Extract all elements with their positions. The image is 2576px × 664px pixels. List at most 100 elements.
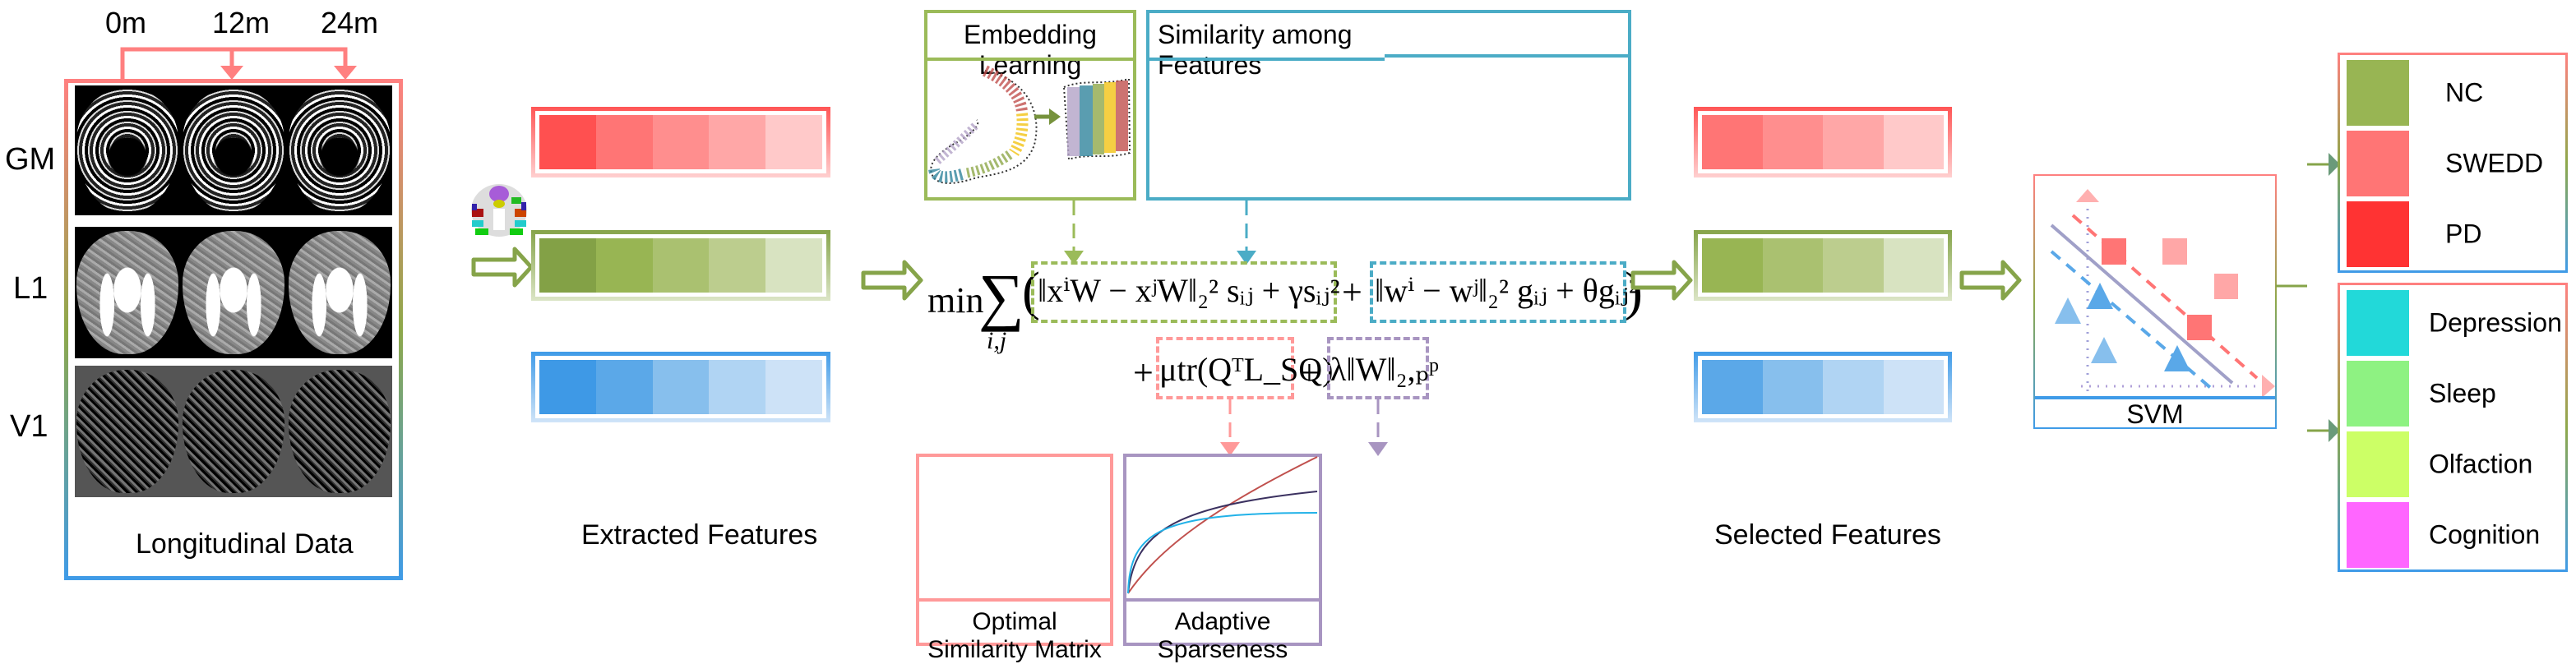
embedding-term-box (1031, 261, 1337, 323)
extracted-blue-feature-cell (595, 360, 653, 414)
adaptive-sparseness-box: Adaptive Sparseness (1123, 454, 1322, 663)
similarity-box-bottom-extension (1385, 197, 1631, 201)
formula-sparseness-term: λ‖W‖₂,ₚᵖ (1330, 351, 1439, 388)
selected-green-feature-cell (1762, 238, 1823, 293)
curve-p-mid (1127, 491, 1318, 594)
arrow-to-objective-icon (861, 260, 923, 301)
selected-blue-feature-cell (1823, 360, 1884, 414)
selected-red-feature-cell (1762, 115, 1823, 169)
diagnosis-legend: NC SWEDD PD (2338, 53, 2568, 273)
legend-label: Olfaction (2429, 449, 2533, 479)
modality-label-gm: GM (5, 142, 56, 177)
svm-title: SVM (2126, 399, 2184, 429)
longitudinal-data-panel (64, 79, 403, 580)
clinical-item-olfaction: Olfaction (2347, 431, 2565, 497)
l1-brain-row (75, 227, 392, 358)
svm-box: SVM (2033, 174, 2277, 429)
legend-label: Cognition (2429, 519, 2541, 550)
legend-swatch (2347, 431, 2409, 497)
extracted-green-feature-cell (709, 238, 766, 293)
optimal-similarity-matrix-box: Optimal Similarity Matrix (916, 454, 1113, 663)
extracted-blue-feature-cell (539, 360, 596, 414)
similarity-arrowhead (1237, 251, 1256, 265)
extracted-red-feature-cell (765, 115, 822, 169)
brain-image-gm-0m (76, 89, 179, 212)
formula-optimal-term: μtr(QᵀL_SQ) (1159, 351, 1334, 388)
brain-image-l1-12m (182, 231, 284, 354)
extracted-blue-feature-cell (652, 360, 710, 414)
selected-red-feature-cell (1702, 115, 1763, 169)
extracted-features-caption: Extracted Features (581, 519, 818, 551)
brain-image-gm-12m (182, 89, 284, 212)
modality-label-l1: L1 (13, 271, 49, 306)
optimal-arrowhead (1220, 442, 1240, 456)
legend-label: PD (2445, 219, 2482, 249)
svm-support-square (2187, 315, 2212, 340)
legend-swatch (2347, 502, 2409, 568)
gm-brain-row (75, 85, 392, 215)
similarity-box-divider-extension (1385, 54, 1631, 58)
svm-triangle (2055, 297, 2081, 324)
embedding-arrowhead (1064, 251, 1084, 265)
selected-red-feature-cell (1883, 115, 1944, 169)
adaptive-sparseness-title: Adaptive Sparseness (1157, 608, 1288, 663)
brain-atlas-icon (471, 184, 527, 237)
clinical-item-sleep: Sleep (2347, 361, 2565, 427)
legend-swatch (2347, 60, 2409, 126)
legend-label: SWEDD (2445, 148, 2544, 178)
curve-p-high (1127, 456, 1318, 594)
formula-sum-subscript: i,j (987, 327, 1007, 354)
embedding-learning-box: Embedding Learning (924, 10, 1136, 201)
similarity-term-box (1370, 261, 1626, 323)
extracted-green-feature-cell (652, 238, 710, 293)
legend-swatch (2347, 361, 2409, 427)
sparseness-arrowhead (1368, 442, 1388, 456)
sparseness-curves-plot (1127, 456, 1318, 594)
selected-features-caption: Selected Features (1714, 519, 1941, 551)
extracted-red-feature-cell (595, 115, 653, 169)
arrow-to-clinical-legend (2329, 419, 2340, 442)
extracted-red-feature-cell (539, 115, 596, 169)
legend-label: NC (2445, 77, 2484, 108)
extracted-green-feature-cell (539, 238, 596, 293)
formula-similarity-term: ‖wⁱ − wʲ‖₂² gᵢⱼ + θgᵢⱼ² (1375, 272, 1639, 309)
diagnosis-item-swedd: SWEDD (2347, 131, 2565, 196)
arrow-down-12m (220, 66, 243, 80)
bracket-lines (120, 47, 348, 81)
clinical-item-cognition: Cognition (2347, 502, 2565, 568)
legend-swatch (2347, 290, 2409, 356)
selected-features-red (1694, 107, 1952, 178)
extracted-features-green (531, 230, 830, 301)
sparseness-term-box (1327, 337, 1429, 399)
timepoint-bracket (120, 47, 357, 81)
selected-blue-feature-cell (1702, 360, 1763, 414)
similarity-box-top-extension (1385, 10, 1631, 13)
timepoint-label-24m: 24m (321, 6, 379, 39)
selected-features-blue (1694, 352, 1952, 422)
selected-red-feature-cell (1823, 115, 1884, 169)
svm-triangle (2091, 337, 2117, 363)
svm-support-square (2102, 238, 2126, 265)
svm-lower-margin (2050, 250, 2214, 391)
clinical-item-depression: Depression (2347, 290, 2565, 356)
arrow-to-svm-icon (1959, 260, 2022, 301)
svm-square (2162, 238, 2187, 265)
arrow-to-extracted-icon (471, 247, 534, 288)
extracted-green-feature-cell (765, 238, 822, 293)
selected-features-green (1694, 230, 1952, 301)
brain-image-v1-24m (288, 370, 391, 493)
formula-plus-3: + (1299, 353, 1320, 393)
selected-green-feature-cell (1883, 238, 1944, 293)
svm-illustration (2050, 189, 2275, 398)
longitudinal-data-caption: Longitudinal Data (136, 528, 354, 560)
extracted-red-feature-cell (652, 115, 710, 169)
extracted-green-feature-cell (595, 238, 653, 293)
selected-blue-feature-cell (1762, 360, 1823, 414)
legend-swatch (2347, 131, 2409, 196)
brain-image-gm-24m (288, 89, 391, 212)
optimal-term-box (1156, 337, 1294, 399)
selected-green-feature-cell (1702, 238, 1763, 293)
optimal-title-divider (919, 598, 1110, 602)
extracted-blue-feature-cell (709, 360, 766, 414)
